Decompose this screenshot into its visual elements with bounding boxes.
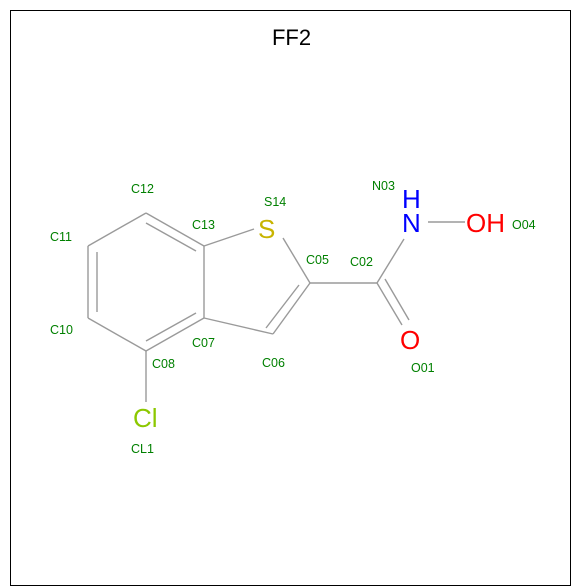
atom-label-s14: S14 <box>264 195 286 209</box>
atom-label-c05: C05 <box>306 253 329 267</box>
atom-label-c07: C07 <box>192 336 215 350</box>
atom-label-o04: O04 <box>512 218 536 232</box>
atom-label-n03: N03 <box>372 179 395 193</box>
bond-c02-n03 <box>376 238 405 284</box>
hydroxyl-symbol: OH <box>466 208 505 238</box>
bond-c08-c07-inner <box>145 312 197 342</box>
bond-c12-c13 <box>145 212 205 247</box>
atom-label-o01: O01 <box>411 361 435 375</box>
chlorine-symbol: Cl <box>133 403 158 433</box>
atom-label-c06: C06 <box>262 356 285 370</box>
nitrogen-symbol: N <box>402 208 421 238</box>
bond-c02-o01-b <box>384 278 410 321</box>
molecule-title: FF2 <box>271 25 312 50</box>
bond-c06-c07 <box>203 317 274 335</box>
atom-label-c02: C02 <box>350 255 373 269</box>
atom-label-c11: C11 <box>50 230 72 244</box>
hydrogen-n-symbol: H <box>402 184 421 214</box>
bond-c08-c07 <box>145 317 205 352</box>
atom-label-c12: C12 <box>131 182 154 196</box>
bond-c05-c06-inner <box>265 284 300 329</box>
atom-label-c10: C10 <box>50 323 73 337</box>
bond-c05-c06 <box>272 282 311 335</box>
atom-label-c08: C08 <box>152 357 175 371</box>
atom-label-cl1: CL1 <box>131 442 154 456</box>
diagram-frame <box>10 10 571 586</box>
bonds <box>87 212 465 402</box>
sulfur-symbol: S <box>258 214 275 244</box>
bond-c12-c13-inner <box>145 222 197 252</box>
carbonyl-oxygen-symbol: O <box>400 325 420 355</box>
bond-c13-s14 <box>203 228 255 247</box>
bond-c10-c08 <box>87 317 147 352</box>
atom-label-c13: C13 <box>192 218 215 232</box>
bond-c02-o01-a <box>376 282 403 326</box>
bond-s14-c05 <box>282 237 311 284</box>
bond-c12-c11 <box>87 212 147 247</box>
